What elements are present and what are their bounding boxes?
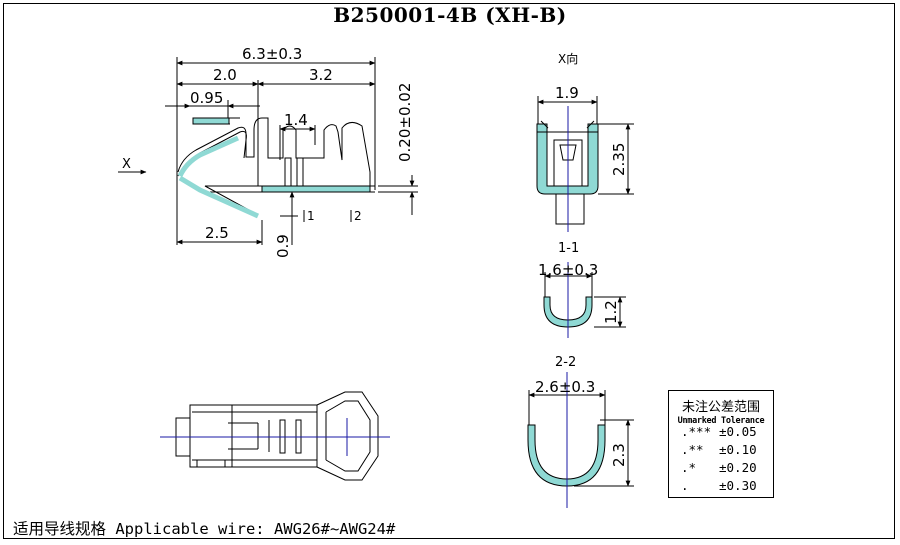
section-mark-2: 2 xyxy=(354,209,362,223)
x-view-width: 1.9 xyxy=(555,84,579,102)
section-2-labels: 2-2 2.6±0.3 2.3 xyxy=(535,355,628,467)
dim-tip: 0.95 xyxy=(190,89,223,107)
section-2-title: 2-2 xyxy=(555,355,576,370)
section-1-width: 1.6±0.3 xyxy=(538,261,598,279)
x-view-height: 2.35 xyxy=(610,143,628,176)
dim-thickness: 0.20±0.02 xyxy=(396,83,414,162)
section-1-view xyxy=(543,262,626,338)
side-view xyxy=(118,57,418,245)
top-view xyxy=(160,391,390,481)
section-1-labels: 1-1 1.6±0.3 1.2 xyxy=(538,241,620,324)
tolerance-row: .***±0.05 xyxy=(681,424,757,439)
drawing-border xyxy=(3,3,895,539)
wire-spec-footer: 适用导线规格 Applicable wire: AWG26#~AWG24# xyxy=(13,520,396,538)
tolerance-table: 未注公差范围 Unmarked Tolerance .***±0.05 .**±… xyxy=(668,390,774,498)
tolerance-row: .**±0.10 xyxy=(681,442,757,457)
tolerance-subtitle: Unmarked Tolerance xyxy=(677,416,765,426)
x-view-labels: X向 1.9 2.35 xyxy=(555,51,628,176)
tolerance-row: .*±0.20 xyxy=(681,460,757,475)
section-1-height: 1.2 xyxy=(602,300,620,324)
dim-right-length: 3.2 xyxy=(309,66,333,84)
view-marker-x: X xyxy=(122,157,131,172)
x-view-title: X向 xyxy=(558,51,578,66)
side-view-labels: 6.3±0.3 2.0 3.2 0.95 1.4 2.5 0.20±0.02 0… xyxy=(122,45,414,258)
section-mark-1: 1 xyxy=(307,209,315,223)
section-2-height: 2.3 xyxy=(610,443,628,467)
section-2-view xyxy=(527,372,634,508)
dim-front: 2.5 xyxy=(205,224,229,242)
x-view xyxy=(536,96,634,232)
section-2-width: 2.6±0.3 xyxy=(535,378,595,396)
dim-overall-length: 6.3±0.3 xyxy=(242,45,302,63)
tolerance-row: .±0.30 xyxy=(681,478,757,493)
dim-left-length: 2.0 xyxy=(213,66,237,84)
section-1-title: 1-1 xyxy=(558,241,579,256)
drawing-title: B250001-4B (XH-B) xyxy=(333,3,567,27)
dim-gap: 0.9 xyxy=(274,234,292,258)
dim-slot: 1.4 xyxy=(284,111,308,129)
tolerance-title: 未注公差范围 xyxy=(681,400,760,415)
